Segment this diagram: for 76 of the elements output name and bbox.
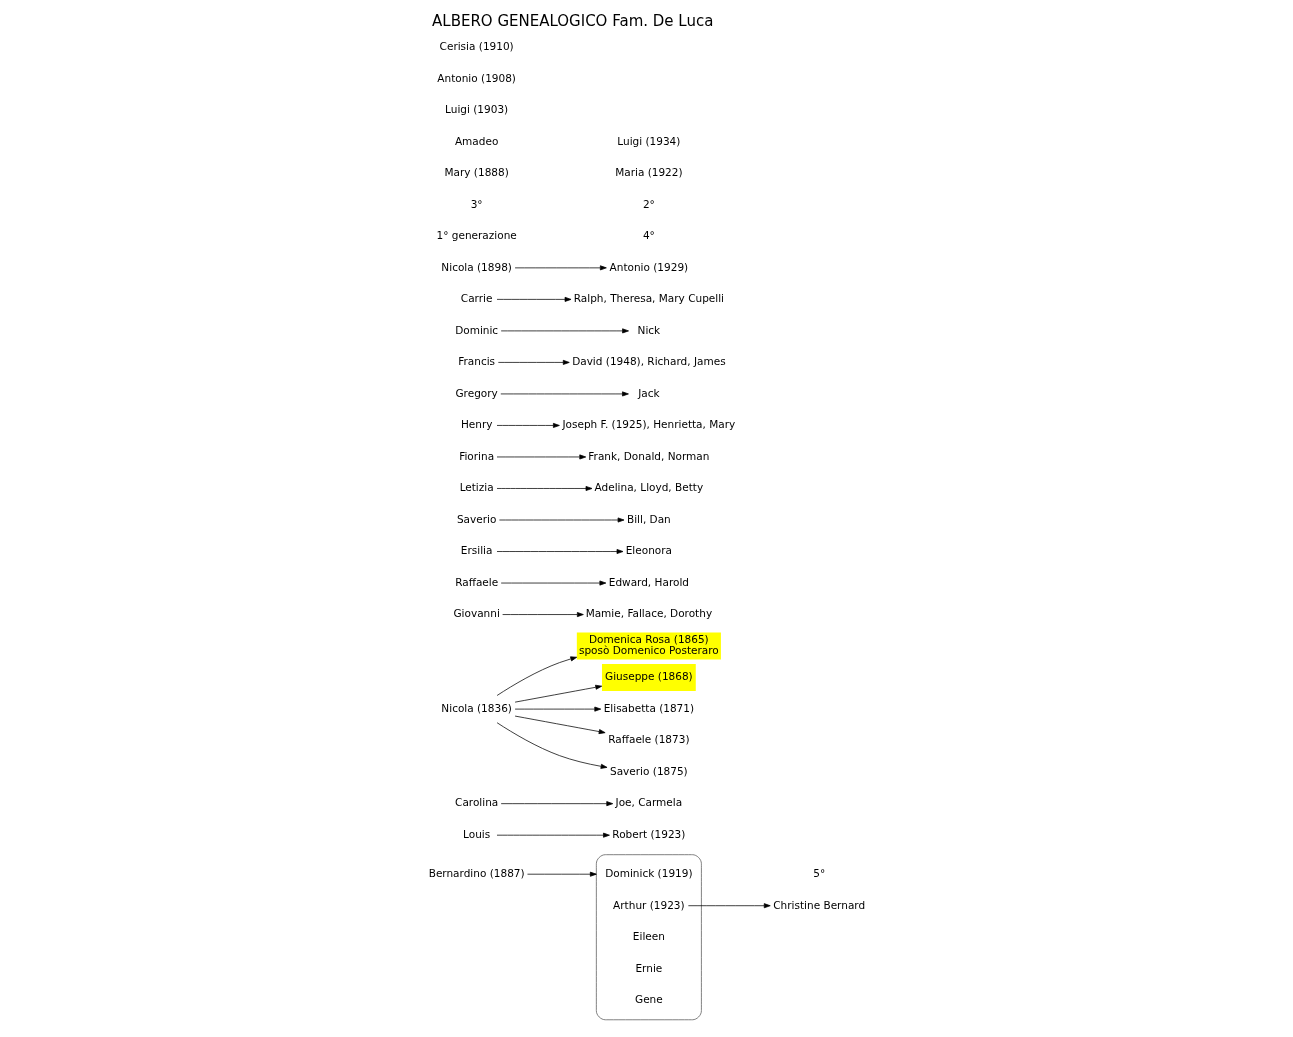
- node-text: Nicola (1836): [440, 701, 512, 714]
- arrow: [496, 549, 623, 554]
- node-text: Giovanni: [452, 607, 500, 620]
- node-text: Dominick (1919): [604, 866, 693, 879]
- label: Antonio (1908): [436, 71, 516, 84]
- arrow: [497, 359, 570, 365]
- node-text: Nicola (1898): [440, 260, 512, 273]
- node-text: Carolina: [454, 796, 498, 809]
- arrow: [687, 903, 771, 909]
- node-text: Saverio: [456, 512, 496, 525]
- arrow: [514, 715, 605, 735]
- node-text: Bill, Dan: [626, 512, 671, 525]
- node-text: Bernardino (1887): [428, 866, 525, 879]
- node-text: Adelina, Lloyd, Betty: [594, 481, 703, 494]
- arrow: [501, 612, 584, 618]
- node-text: David (1948), Richard, James: [571, 355, 726, 368]
- arrow: [514, 684, 602, 703]
- label: 5°: [812, 866, 825, 879]
- cluster: [595, 854, 702, 1021]
- node-box: Giuseppe (1868): [601, 664, 696, 692]
- label: 2°: [642, 197, 655, 210]
- arrow: [496, 422, 560, 428]
- node-text: Antonio (1929): [609, 260, 688, 273]
- label: 3°: [470, 197, 483, 210]
- node-text: Carrie: [460, 292, 492, 305]
- label: 1° generazione: [436, 229, 517, 242]
- arrow: [496, 722, 607, 769]
- node-text: Raffaele (1873): [607, 733, 690, 746]
- arrow: [514, 265, 607, 271]
- label: Luigi (1934): [616, 134, 680, 147]
- label: Luigi (1903): [444, 103, 508, 116]
- node-text: Christine Bernard: [772, 898, 865, 911]
- node-text: Fiorina: [458, 449, 494, 462]
- node-text: Joe, Carmela: [615, 796, 682, 809]
- label: Maria (1922): [614, 166, 683, 179]
- label: Mary (1888): [444, 166, 509, 179]
- node-text: Elisabetta (1871): [603, 701, 694, 714]
- node-text: Eleonora: [625, 544, 672, 557]
- node-text: Francis: [457, 355, 495, 368]
- label: 4°: [642, 229, 655, 242]
- arrow: [498, 517, 624, 523]
- node-text: Eileen: [632, 930, 665, 943]
- arrow: [496, 486, 592, 491]
- arrow: [496, 656, 577, 696]
- node-text: Robert (1923): [611, 827, 685, 840]
- arrow: [500, 580, 606, 586]
- arrow: [496, 454, 586, 460]
- node-text: Joseph F. (1925), Henrietta, Mary: [561, 418, 735, 431]
- node-text: Ralph, Theresa, Mary Cupelli: [573, 292, 724, 305]
- node-text: Arthur (1923): [612, 898, 685, 911]
- label: Cerisia (1910): [439, 40, 514, 53]
- node-text: Henry: [460, 418, 492, 431]
- node-text: Frank, Donald, Norman: [587, 449, 709, 462]
- node-text: Mamie, Fallace, Dorothy: [585, 607, 712, 620]
- node-text: Saverio (1875): [609, 764, 688, 777]
- arrow: [499, 391, 629, 397]
- arrow: [496, 832, 610, 838]
- arrow: [500, 801, 613, 807]
- node-text: Dominic: [454, 323, 498, 336]
- node-text: Jack: [637, 386, 660, 399]
- node-text: Edward, Harold: [608, 575, 689, 588]
- diagram-title: ALBERO GENEALOGICO Fam. De Luca: [431, 12, 713, 31]
- node-text: Gregory: [455, 386, 498, 399]
- node-text: Letizia: [459, 481, 494, 494]
- label: Amadeo: [454, 134, 498, 147]
- node-text: Nick: [637, 323, 660, 336]
- node-text: Ersilia: [460, 544, 492, 557]
- arrow: [526, 871, 597, 877]
- node-box: Domenica Rosa (1865) sposò Domenico Posteraro: [576, 632, 721, 660]
- node-text: Gene: [634, 993, 663, 1006]
- arrow: [496, 296, 571, 302]
- arrow: [500, 328, 629, 334]
- node-text: Raffaele: [454, 575, 498, 588]
- node-text: Ernie: [634, 961, 662, 974]
- arrow: [514, 706, 601, 712]
- node-text: Louis: [462, 827, 490, 840]
